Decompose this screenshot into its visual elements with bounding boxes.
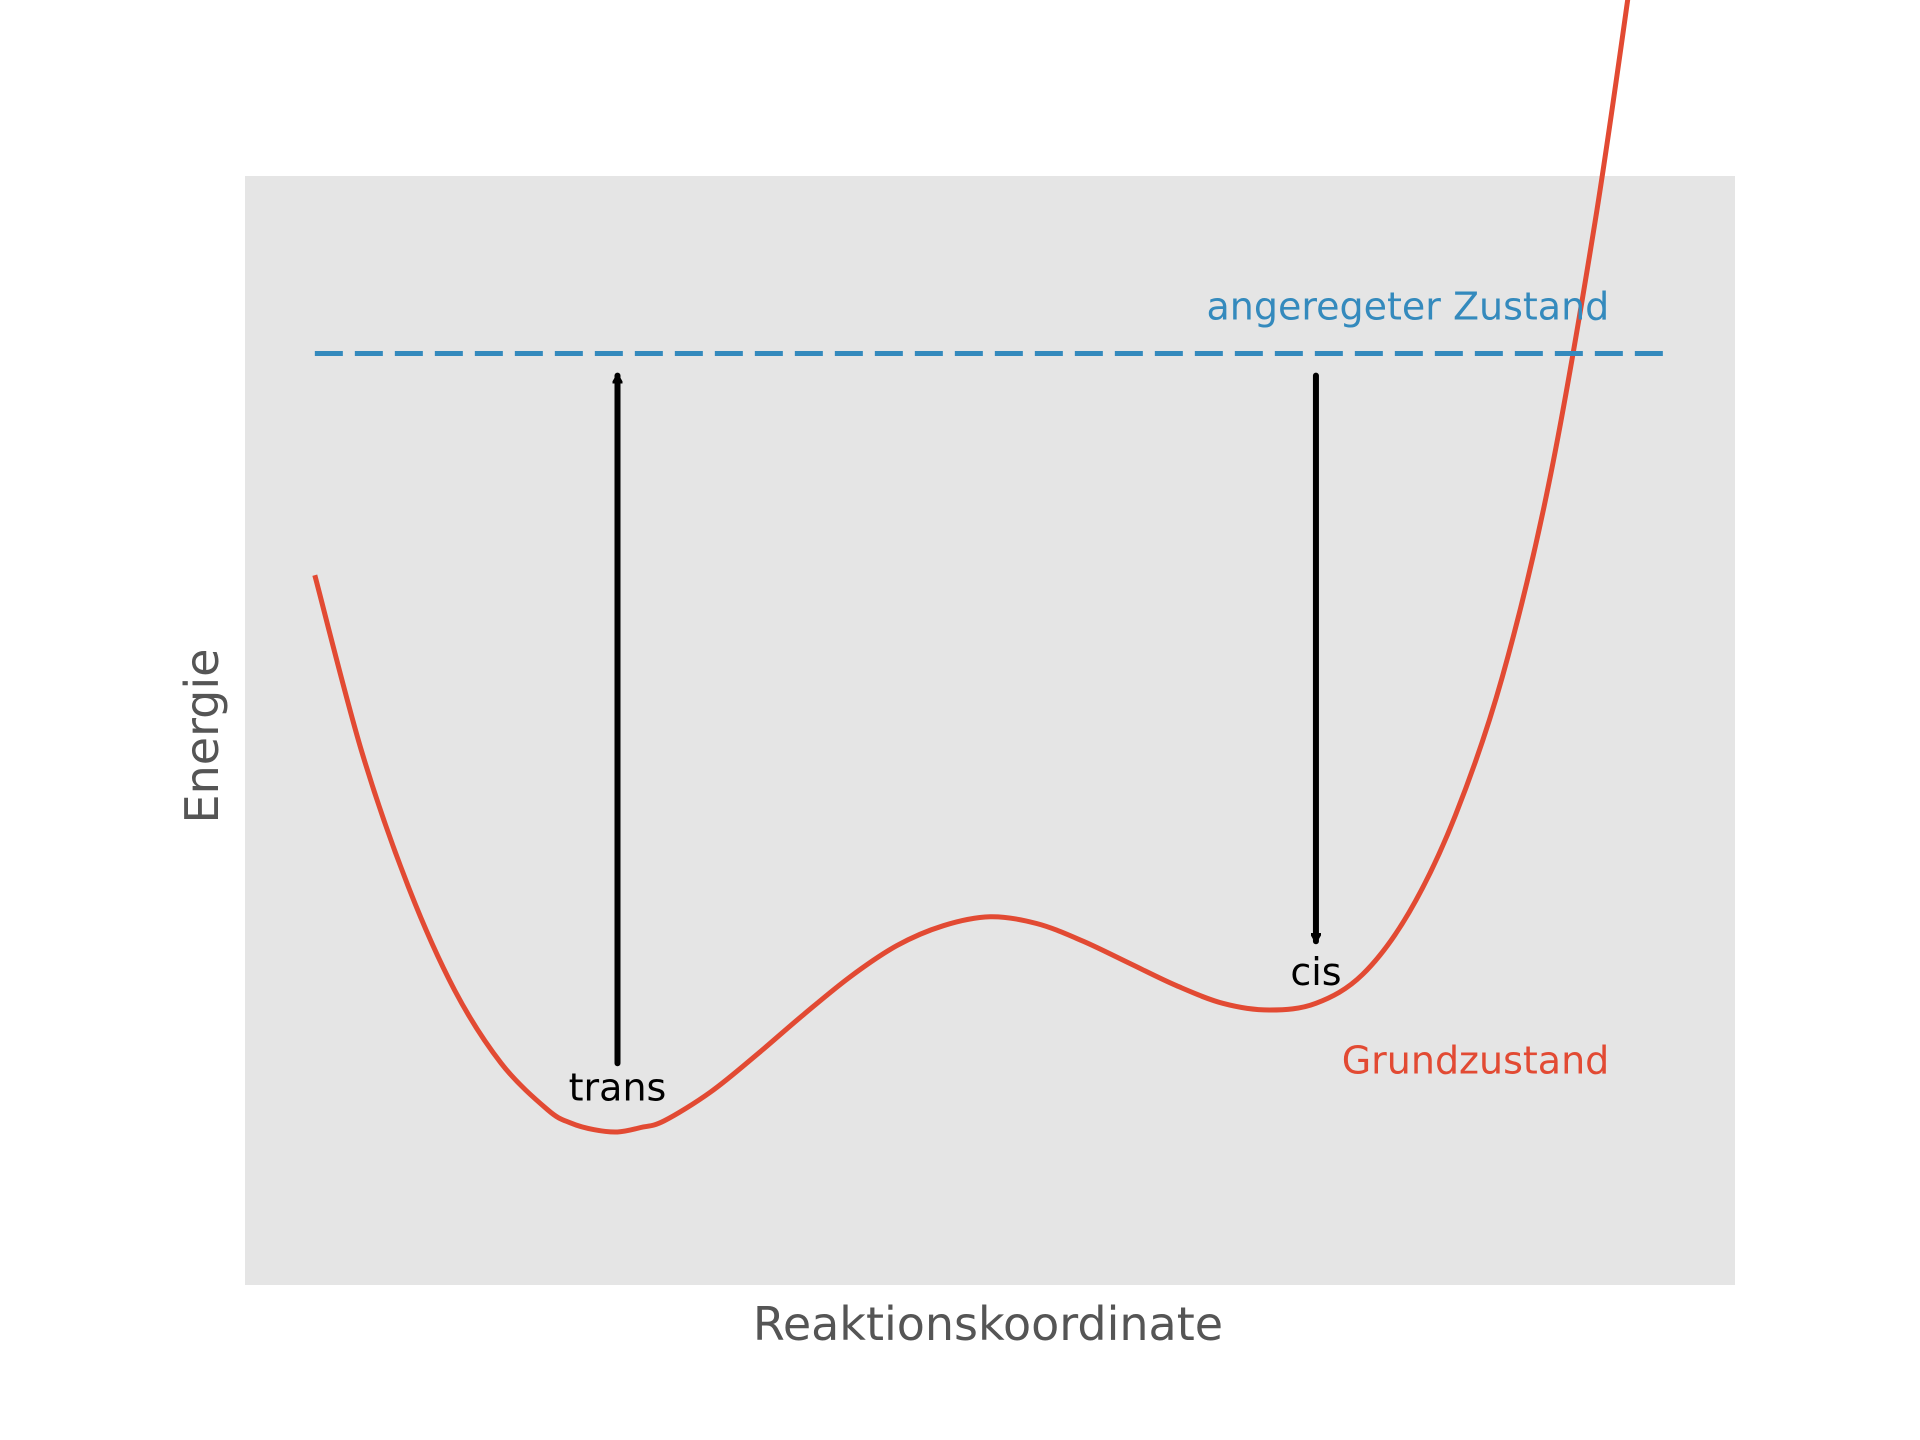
trans-label: trans (569, 1065, 667, 1109)
y-axis-label: Energie (175, 649, 229, 824)
ground-state-curve (312, 0, 1631, 1135)
excited-state-label: angeregeter Zustand (1206, 285, 1609, 329)
plot-area (245, 176, 1735, 1285)
arrow-layer (618, 372, 1316, 1067)
cis-label: cis (1290, 950, 1341, 994)
series-layer (312, 0, 1666, 1135)
x-axis-label: Reaktionskoordinate (753, 1297, 1223, 1351)
ground-state-label: Grundzustand (1342, 1039, 1610, 1083)
